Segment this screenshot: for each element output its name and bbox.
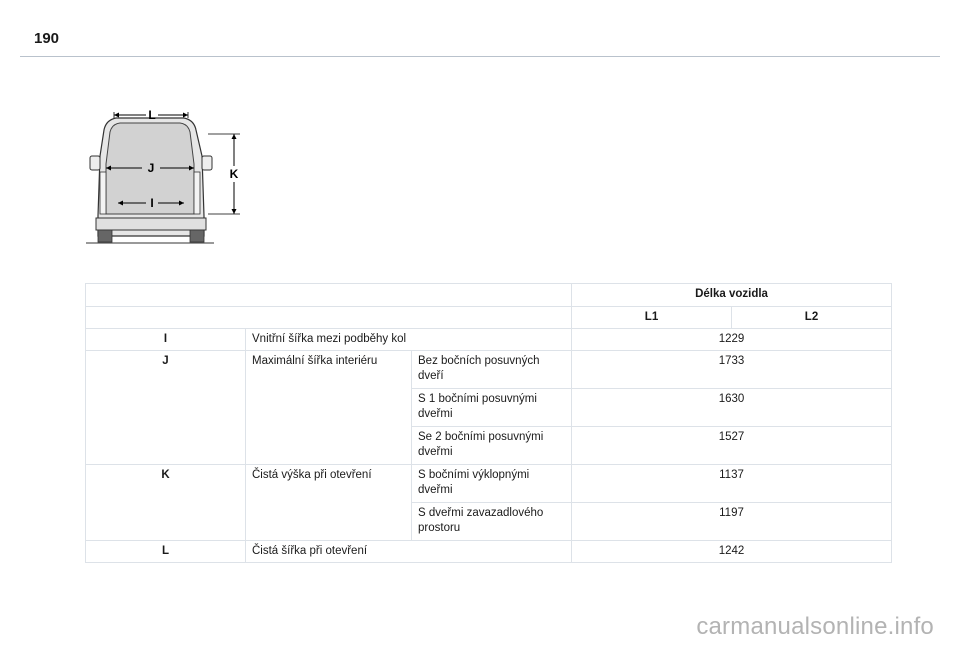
- table-header-row: Délka vozidla: [84, 283, 893, 307]
- row-value: 1197: [571, 502, 893, 541]
- row-description: Vnitřní šířka mezi podběhy kol: [244, 328, 573, 351]
- row-value: 1630: [571, 388, 893, 427]
- row-sub-label: S bočními výklopnými dveřmi: [410, 464, 573, 503]
- page-number: 190: [34, 30, 60, 47]
- variant-l1: L1: [571, 306, 733, 329]
- table-variant-row: L1 L2: [84, 306, 893, 329]
- table-row: S dveřmi zavazadlového prostoru 1197: [86, 502, 893, 541]
- row-value: 1527: [571, 426, 893, 465]
- table-row: I Vnitřní šířka mezi podběhy kol 1229: [85, 328, 893, 351]
- row-sub-label: Se 2 bočními posuvnými dveřmi: [410, 426, 573, 465]
- row-code: J: [85, 350, 246, 465]
- van-rear-view-illustration: L J I K: [86, 108, 240, 244]
- row-code: K: [85, 464, 246, 541]
- row-description: Maximální šířka interiéru: [245, 350, 412, 465]
- row-value: 1733: [571, 350, 893, 389]
- table-row: L Čistá šířka při otevření 1242: [85, 540, 893, 563]
- vehicle-length-header: Délka vozidla: [571, 283, 893, 307]
- table-row: J Maximální šířka interiéru Bez bočních …: [85, 350, 893, 465]
- row-code: I: [85, 328, 246, 351]
- row-value: 1229: [571, 328, 893, 351]
- label-I: I: [150, 196, 153, 210]
- label-L: L: [148, 108, 155, 122]
- van-rear-dimension-diagram: L J I K: [84, 106, 249, 249]
- variant-l2: L2: [731, 306, 893, 329]
- row-sub-label: Bez bočních posuvných dveří: [410, 350, 573, 389]
- row-code: L: [85, 540, 246, 563]
- watermark: carmanualsonline.info: [696, 613, 934, 640]
- dimensions-table: Délka vozidla L1 L2 I Vnitřní šířka mezi…: [84, 283, 893, 563]
- table-row: K Čistá výška při otevření S bočními výk…: [85, 464, 893, 541]
- row-description: Čistá výška při otevření: [245, 464, 412, 541]
- row-description: Čistá šířka při otevření: [244, 540, 573, 563]
- header-spacer-cell: [84, 283, 573, 307]
- row-value: 1242: [571, 540, 893, 563]
- row-sub-label: S dveřmi zavazadlového prostoru: [410, 502, 573, 541]
- label-K: K: [230, 167, 239, 181]
- row-value: 1137: [571, 464, 893, 503]
- table-row: Se 2 bočními posuvnými dveřmi 1527: [86, 426, 893, 465]
- variant-spacer-cell: [84, 306, 573, 329]
- row-sub-label: S 1 bočními posuvnými dveřmi: [410, 388, 573, 427]
- label-J: J: [148, 161, 155, 175]
- header-rule: [20, 56, 940, 57]
